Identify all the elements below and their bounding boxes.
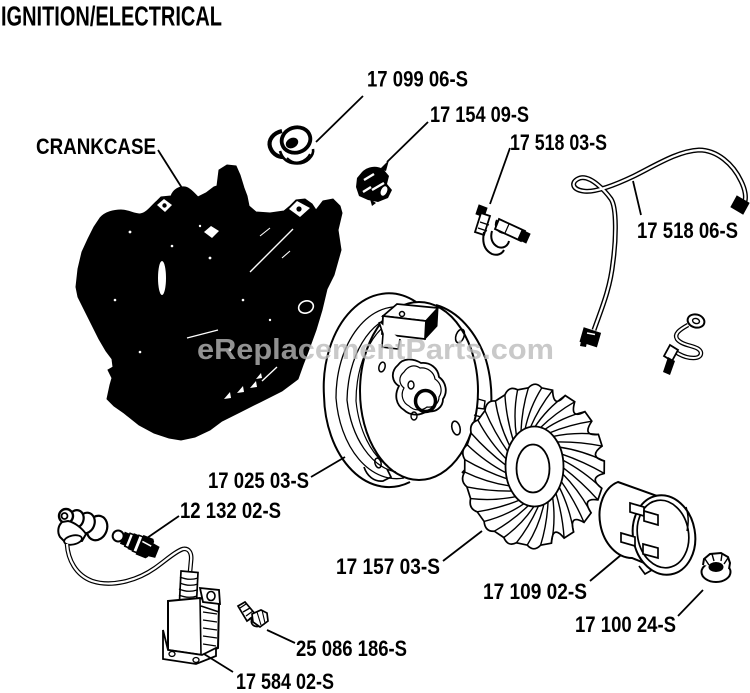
svg-text:17 518 03-S: 17 518 03-S	[510, 130, 607, 155]
svg-text:CRANKCASE: CRANKCASE	[36, 134, 156, 159]
svg-text:17 100 24-S: 17 100 24-S	[575, 612, 676, 637]
svg-text:25 086 186-S: 25 086 186-S	[296, 636, 407, 661]
svg-text:17 025 03-S: 17 025 03-S	[208, 468, 309, 493]
svg-text:17 584 02-S: 17 584 02-S	[236, 669, 334, 693]
svg-text:17 109 02-S: 17 109 02-S	[483, 579, 587, 604]
svg-text:12 132 02-S: 12 132 02-S	[180, 498, 281, 523]
svg-text:IGNITION/ELECTRICAL: IGNITION/ELECTRICAL	[1, 1, 222, 32]
svg-text:17 154 09-S: 17 154 09-S	[430, 102, 529, 127]
svg-text:eReplacementParts.com: eReplacementParts.com	[197, 334, 554, 366]
svg-text:17 518 06-S: 17 518 06-S	[637, 218, 738, 243]
svg-text:17 099 06-S: 17 099 06-S	[367, 67, 468, 92]
svg-text:17 157 03-S: 17 157 03-S	[336, 554, 440, 579]
